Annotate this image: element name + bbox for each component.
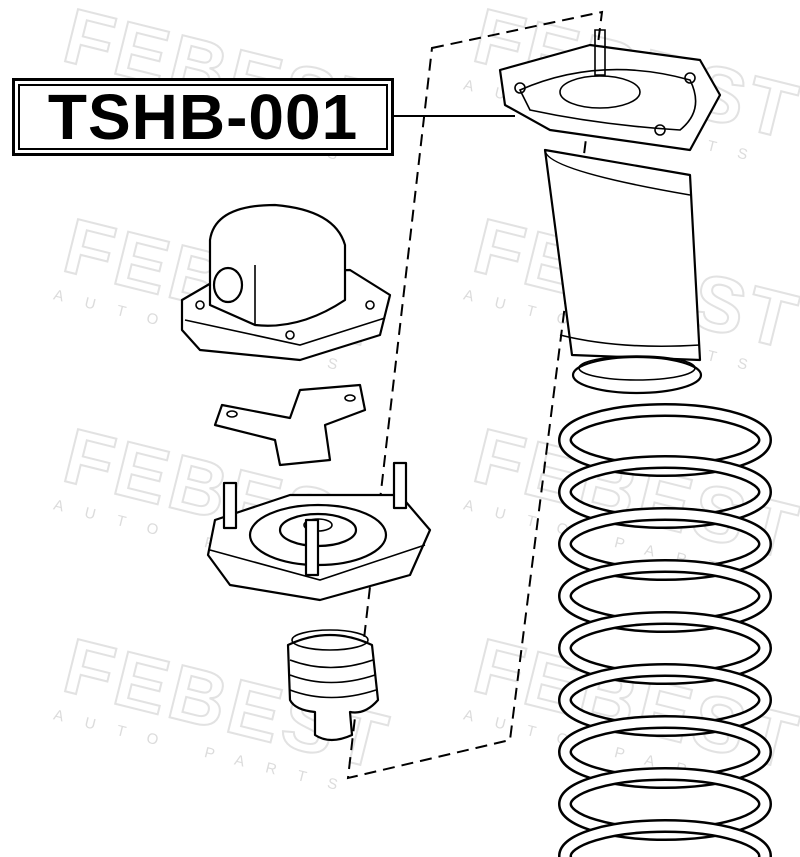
spring-coil [560,665,770,735]
part-number-label: TSHB-001 [12,78,394,156]
spring-coil [560,821,770,857]
spring-coil [560,457,770,527]
coil-spring-drawing [558,403,772,857]
spring-coil [560,717,770,787]
spring-coil [560,769,770,839]
bracket-drawing [213,383,367,467]
upper-mount-drawing [180,203,392,362]
spring-coil [560,405,770,475]
part-number-text: TSHB-001 [47,81,359,153]
bump-stop-drawing [286,629,380,742]
spring-coil [560,561,770,631]
strut-mount-drawing [206,461,432,602]
dust-boot-drawing [498,29,722,395]
spring-coil [560,613,770,683]
spring-coil [560,509,770,579]
